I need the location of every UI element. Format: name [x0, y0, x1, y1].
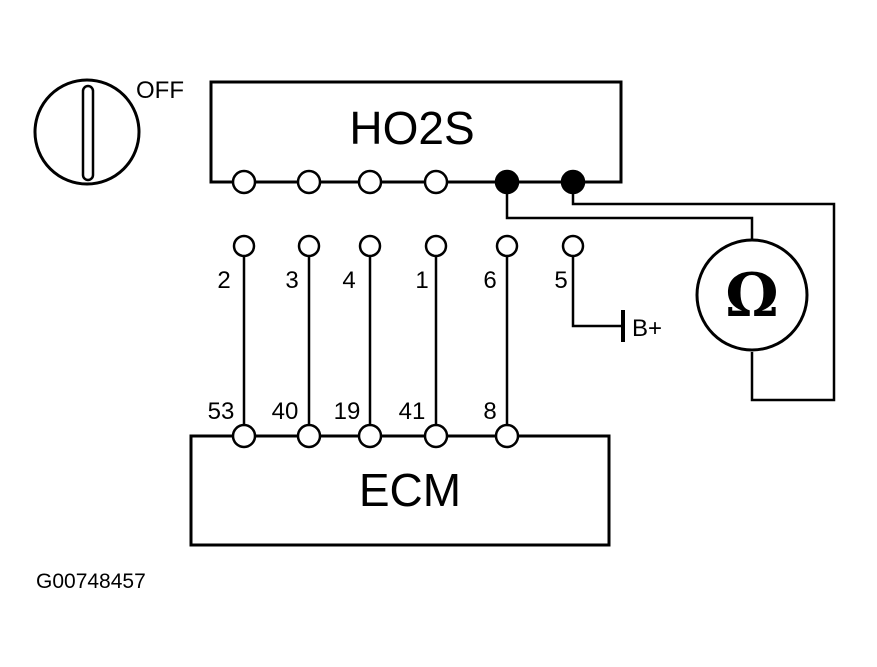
connector-pin-label: 1: [415, 267, 428, 294]
connector-pin-label: 4: [342, 267, 355, 294]
ohmmeter-lead-2: [571, 193, 836, 402]
figure-code: G00748457: [36, 570, 146, 593]
ecm-box: [189, 434, 611, 547]
ignition-switch-icon: [33, 78, 141, 186]
connector-pin-label: 3: [285, 267, 298, 294]
ho2s-terminals: [231, 169, 586, 195]
ecm-pin-label: 41: [399, 398, 426, 425]
ecm-pin-label: 19: [334, 398, 361, 425]
ecm-label: ECM: [359, 464, 461, 516]
ho2s-terminal-5-probed: [494, 169, 520, 195]
ecm-pin-label: 40: [272, 398, 299, 425]
ohmmeter-icon: [695, 238, 809, 352]
connector-pin-label: 5: [554, 267, 567, 294]
ho2s-terminal-2: [296, 169, 322, 195]
ho2s-terminal-1: [231, 169, 257, 195]
ho2s-terminal-6-probed: [560, 169, 586, 195]
ecm-pin-label: 8: [483, 398, 496, 425]
ohmmeter-symbol: Ω: [725, 261, 778, 331]
ecm-pin-label: 53: [208, 398, 235, 425]
ho2s-box: [209, 80, 623, 184]
ecm-terminals: [231, 423, 520, 449]
battery-wire: [571, 256, 623, 328]
ho2s-terminal-4: [423, 169, 449, 195]
battery-label: B+: [632, 315, 662, 342]
ignition-off-label: OFF: [136, 77, 184, 104]
ho2s-terminal-3: [357, 169, 383, 195]
ohmmeter-lead-1: [505, 193, 754, 242]
ho2s-label: HO2S: [349, 102, 474, 154]
connector-pins: [232, 234, 585, 258]
connector-pin-label: 6: [483, 267, 496, 294]
connector-pin-label: 2: [217, 267, 230, 294]
